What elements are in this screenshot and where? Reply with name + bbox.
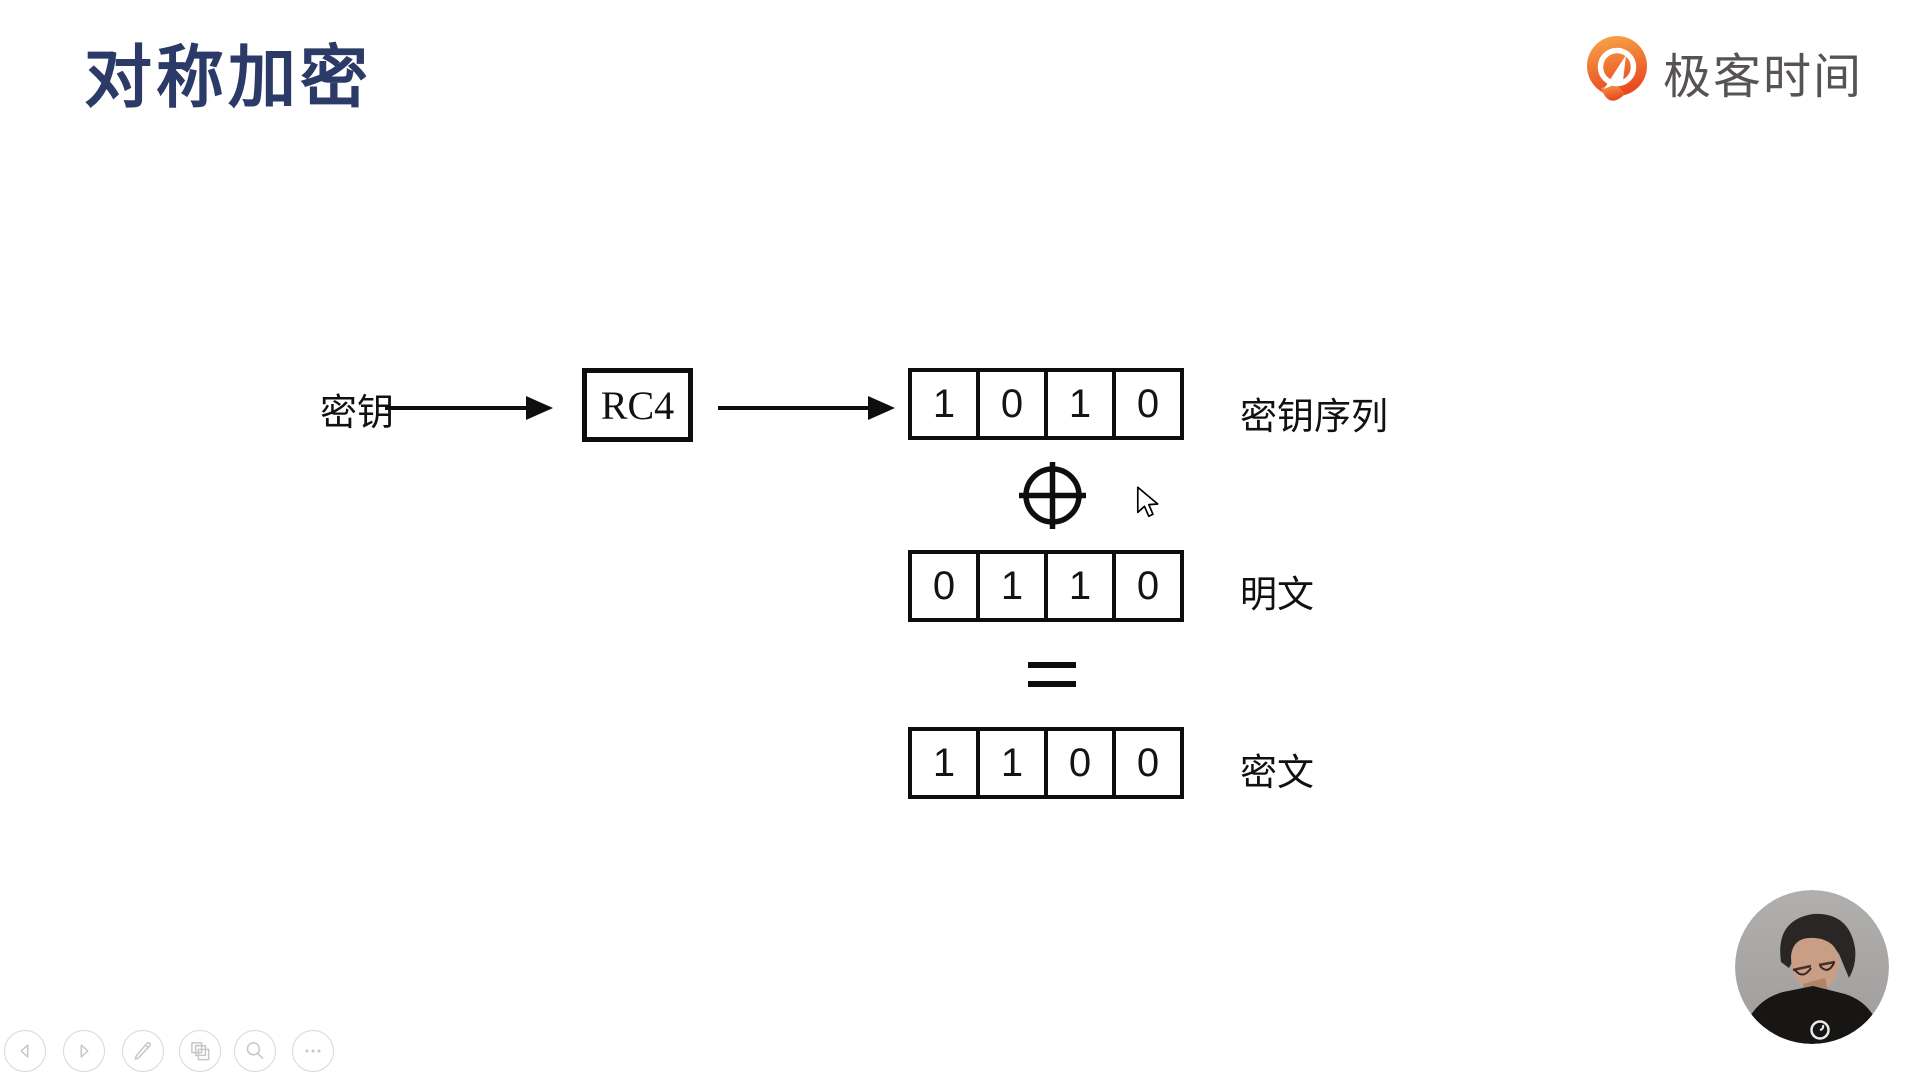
previous-button[interactable] [4, 1030, 46, 1072]
ellipsis-icon [305, 1049, 321, 1053]
triangle-right-icon [80, 1044, 89, 1058]
bit-cell: 1 [1044, 550, 1116, 622]
bit-cell: 0 [1044, 727, 1116, 799]
ciphertext-row: 1 1 0 0 [908, 727, 1184, 799]
magnifier-icon [246, 1042, 264, 1060]
bit-cell: 1 [908, 727, 980, 799]
more-button[interactable] [292, 1030, 334, 1072]
stacked-pages-icon [191, 1042, 210, 1061]
bit-cell: 0 [908, 550, 980, 622]
arrow-key-to-rc4 [385, 396, 553, 420]
magnifier-button[interactable] [234, 1030, 276, 1072]
keystream-row: 1 0 1 0 [908, 368, 1184, 440]
presenter-webcam-bubble [1735, 890, 1889, 1044]
bit-cell: 1 [1044, 368, 1116, 440]
rc4-box: RC4 [582, 368, 693, 442]
mouse-cursor [1136, 486, 1159, 518]
bit-cell: 0 [1112, 368, 1184, 440]
bit-cell: 1 [908, 368, 980, 440]
brand-logo: 极客时间 [1585, 34, 1863, 110]
bit-cell: 0 [1112, 550, 1184, 622]
equals-icon [1028, 662, 1076, 687]
bit-cell: 0 [1112, 727, 1184, 799]
bit-cell: 1 [976, 550, 1048, 622]
geektime-logo-icon [1587, 36, 1647, 101]
triangle-left-icon [20, 1044, 29, 1058]
plaintext-label: 明文 [1240, 575, 1314, 616]
key-label: 密钥 [320, 393, 394, 434]
ciphertext-label: 密文 [1240, 753, 1314, 794]
slides-button[interactable] [179, 1030, 221, 1072]
page-title: 对称加密 [84, 40, 373, 116]
presenter-avatar [1735, 890, 1889, 1044]
keystream-label: 密钥序列 [1240, 397, 1388, 438]
bit-cell: 0 [976, 368, 1048, 440]
brand-name: 极客时间 [1663, 51, 1864, 104]
xor-icon [1019, 462, 1086, 529]
arrow-rc4-to-keystream [718, 396, 895, 420]
bit-cell: 1 [976, 727, 1048, 799]
pen-icon [134, 1041, 151, 1060]
pen-button[interactable] [122, 1030, 164, 1072]
next-button[interactable] [63, 1030, 105, 1072]
plaintext-row: 0 1 1 0 [908, 550, 1184, 622]
